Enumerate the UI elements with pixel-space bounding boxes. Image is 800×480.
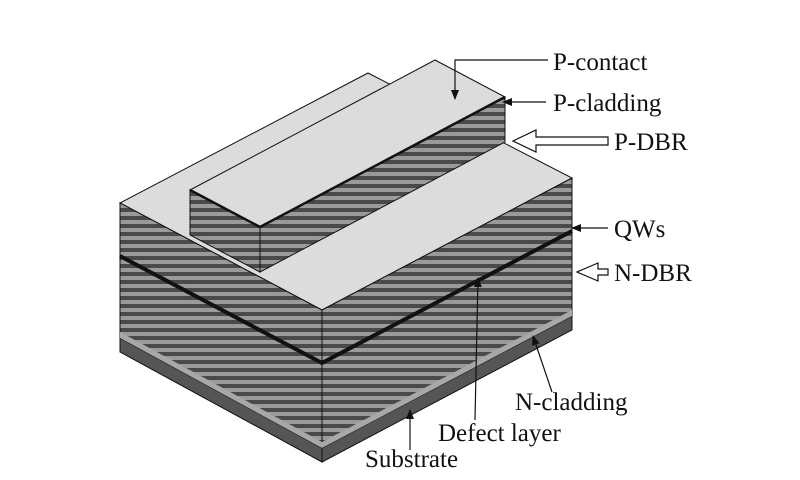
label-n-dbr: N-DBR bbox=[614, 260, 692, 287]
p-contact-arrow bbox=[451, 59, 548, 100]
n-dbr-hollow-arrow bbox=[575, 262, 609, 282]
label-p-dbr: P-DBR bbox=[614, 129, 688, 156]
label-substrate: Substrate bbox=[365, 446, 458, 473]
p-dbr-hollow-arrow bbox=[511, 129, 609, 153]
defect-layer-arrow bbox=[473, 277, 482, 421]
p-contact-edge bbox=[189, 95, 506, 229]
n-cladding-front bbox=[120, 332, 322, 448]
label-p-contact: P-contact bbox=[553, 49, 647, 76]
defect-layer-line bbox=[119, 229, 573, 366]
label-defect-layer: Defect layer bbox=[438, 420, 562, 447]
label-p-cladding: P-cladding bbox=[553, 90, 662, 117]
label-qws: QWs bbox=[614, 216, 665, 243]
n-cladding-arrow bbox=[532, 335, 553, 393]
n-cladding-side bbox=[322, 310, 572, 448]
label-n-cladding: N-cladding bbox=[515, 389, 628, 416]
